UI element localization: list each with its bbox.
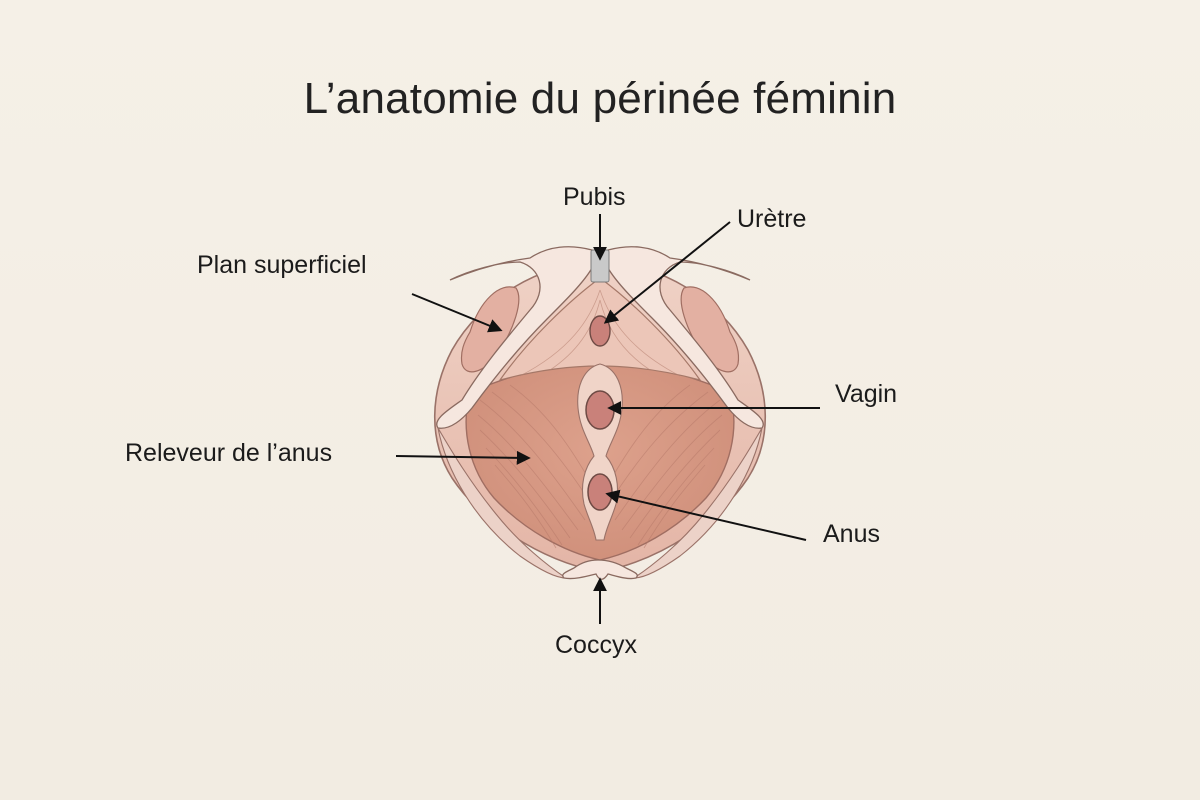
label-releveur: Releveur de l’anus bbox=[125, 439, 333, 467]
label-coccyx: Coccyx bbox=[555, 631, 637, 659]
arrow-releveur bbox=[395, 450, 531, 465]
arrow-plan-superficiel bbox=[411, 293, 503, 333]
anus-orifice bbox=[587, 473, 613, 511]
arrow-anus bbox=[605, 489, 807, 541]
muscle-fibres-right bbox=[604, 384, 723, 549]
label-vagin: Vagin bbox=[835, 380, 898, 408]
pubic-bone-right bbox=[607, 246, 764, 429]
label-pubis: Pubis bbox=[563, 183, 626, 211]
label-plan-superficiel: Plan superficiel bbox=[197, 251, 367, 279]
vagina-orifice bbox=[585, 390, 615, 430]
coccyx-bone bbox=[562, 559, 638, 580]
pubic-bone-left bbox=[436, 246, 593, 429]
arrow-uretre bbox=[603, 221, 731, 324]
page-title: L’anatomie du périnée féminin bbox=[303, 74, 897, 123]
label-anus: Anus bbox=[823, 520, 880, 548]
upper-fibres bbox=[519, 289, 681, 377]
muscle-fibres-left bbox=[477, 384, 596, 549]
label-uretre: Urètre bbox=[737, 205, 807, 233]
